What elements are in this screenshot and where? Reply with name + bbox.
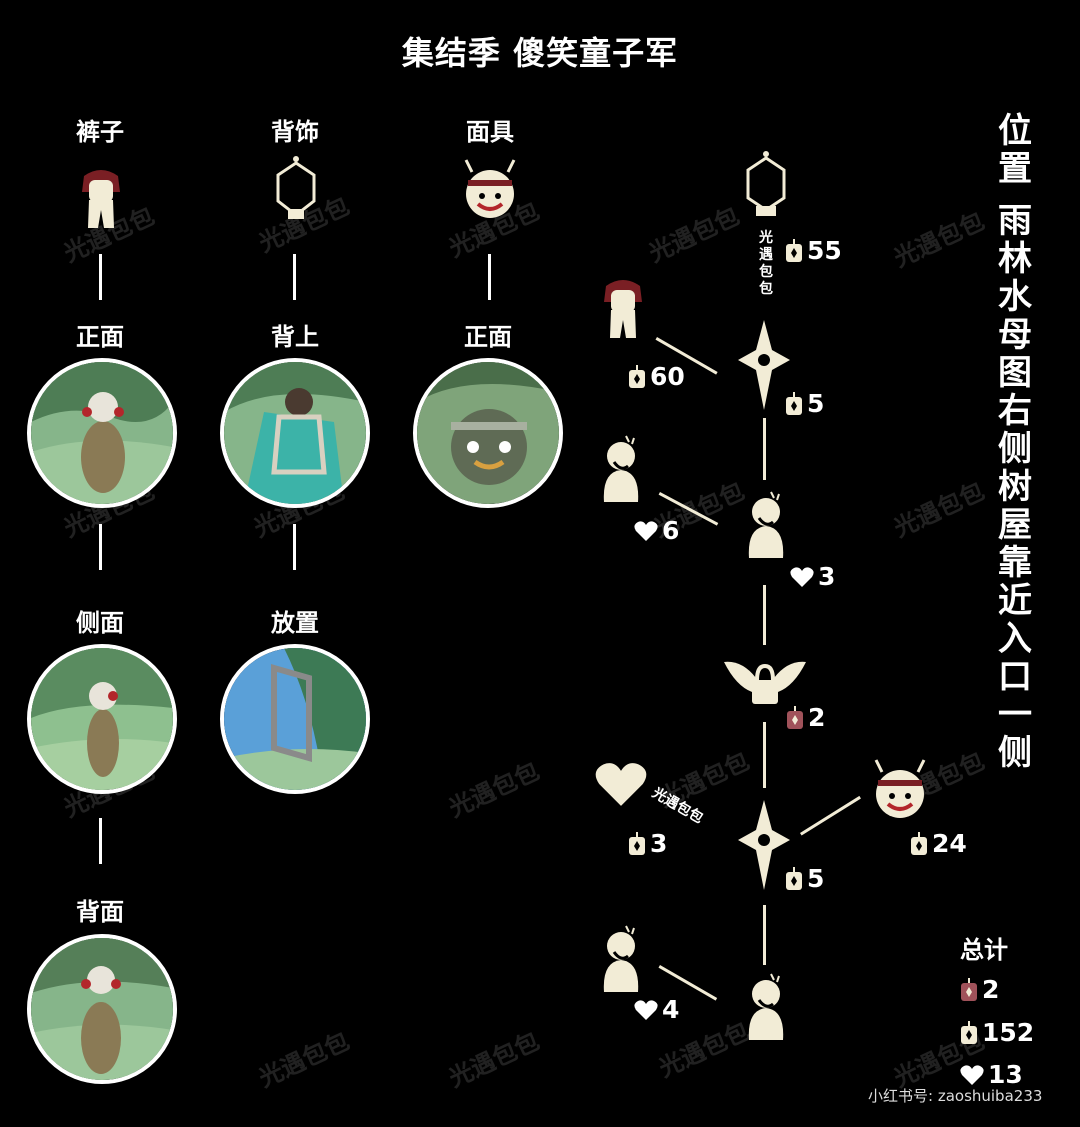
watermark: 光遇包包 xyxy=(644,201,744,268)
cost-emote-left-1: 6 xyxy=(634,516,679,545)
spirit-node-icon xyxy=(738,320,790,410)
back-worn-photo xyxy=(220,358,370,508)
mask-front-photo xyxy=(413,358,563,508)
cost-emote-right-1: 3 xyxy=(790,562,835,591)
mask-front-label: 正面 xyxy=(464,323,512,351)
giggle-emote-icon xyxy=(741,970,791,1040)
giggle-emote-icon xyxy=(596,432,646,502)
giggle-emote-icon xyxy=(596,922,646,992)
back-accessory-label: 背饰 xyxy=(271,118,319,146)
heart-icon xyxy=(634,999,658,1021)
total-candles: 152 xyxy=(960,1018,1034,1047)
pants-back-photo xyxy=(27,934,177,1084)
pants-front-label: 正面 xyxy=(76,323,124,351)
cost-emote-left-2: 4 xyxy=(634,995,679,1024)
pants-front-photo xyxy=(27,358,177,508)
winged-lock-icon xyxy=(722,652,808,712)
location-text: 雨林水母图右侧树屋靠近入口一侧 xyxy=(998,201,1032,773)
watermark-vertical: 光遇包包 xyxy=(759,230,773,297)
connector-line xyxy=(488,254,491,300)
tree-line xyxy=(763,418,766,480)
cost-back-accessory: 55 xyxy=(785,236,842,265)
mask-label: 面具 xyxy=(466,118,514,146)
candle-icon xyxy=(785,866,803,891)
back-accessory-icon xyxy=(268,153,324,225)
spirit-node-icon xyxy=(738,800,790,890)
connector-line xyxy=(293,254,296,300)
pants-label: 裤子 xyxy=(76,118,124,146)
candle-icon xyxy=(628,364,646,389)
back-placed-photo xyxy=(220,644,370,794)
heart-icon xyxy=(634,520,658,542)
ascended-candle-icon xyxy=(786,705,804,730)
cost-mask: 24 xyxy=(910,829,967,858)
tree-mask-icon xyxy=(868,756,932,822)
cost-pants: 60 xyxy=(628,362,685,391)
ascended-candle-icon xyxy=(960,977,978,1002)
footer-handle: 小红书号: zaoshuiba233 xyxy=(868,1087,1043,1105)
tree-line xyxy=(763,585,766,645)
cost-spirit-node-2: 5 xyxy=(785,864,824,893)
candle-icon xyxy=(910,831,928,856)
tree-pants-icon xyxy=(598,272,648,342)
candle-icon xyxy=(628,831,646,856)
tree-back-accessory-icon xyxy=(738,148,794,222)
heart-icon xyxy=(790,566,814,588)
heart-gift-icon xyxy=(594,760,648,808)
connector-line xyxy=(99,254,102,300)
pants-back-label: 背面 xyxy=(76,898,124,926)
cost-heart-item: 3 xyxy=(628,829,667,858)
tree-line xyxy=(763,722,766,788)
tree-line xyxy=(800,795,861,836)
candle-icon xyxy=(785,238,803,263)
connector-line xyxy=(293,524,296,570)
watermark: 光遇包包 xyxy=(889,476,989,543)
location-heading: 位置 xyxy=(998,111,1032,189)
back-placed-label: 放置 xyxy=(271,609,319,637)
candle-icon xyxy=(785,391,803,416)
watermark: 光遇包包 xyxy=(444,756,544,823)
pants-side-photo xyxy=(27,644,177,794)
connector-line xyxy=(99,524,102,570)
page-title: 集结季 傻笑童子军 xyxy=(401,34,679,72)
heart-icon xyxy=(960,1064,984,1086)
totals-heading: 总计 xyxy=(960,936,1008,964)
giggle-emote-icon xyxy=(741,488,791,558)
tree-line xyxy=(763,905,766,965)
watermark: 光遇包包 xyxy=(889,206,989,273)
total-ascended: 2 xyxy=(960,975,999,1004)
watermark: 光遇包包 xyxy=(444,1026,544,1093)
pants-icon xyxy=(76,162,126,232)
connector-line xyxy=(99,818,102,864)
total-hearts: 13 xyxy=(960,1060,1023,1089)
back-worn-label: 背上 xyxy=(271,323,319,351)
cost-ultimate-lock: 2 xyxy=(786,703,825,732)
mask-icon xyxy=(458,156,522,222)
pants-side-label: 侧面 xyxy=(76,609,124,637)
candle-icon xyxy=(960,1020,978,1045)
watermark: 光遇包包 xyxy=(254,1026,354,1093)
cost-spirit-node-1: 5 xyxy=(785,389,824,418)
